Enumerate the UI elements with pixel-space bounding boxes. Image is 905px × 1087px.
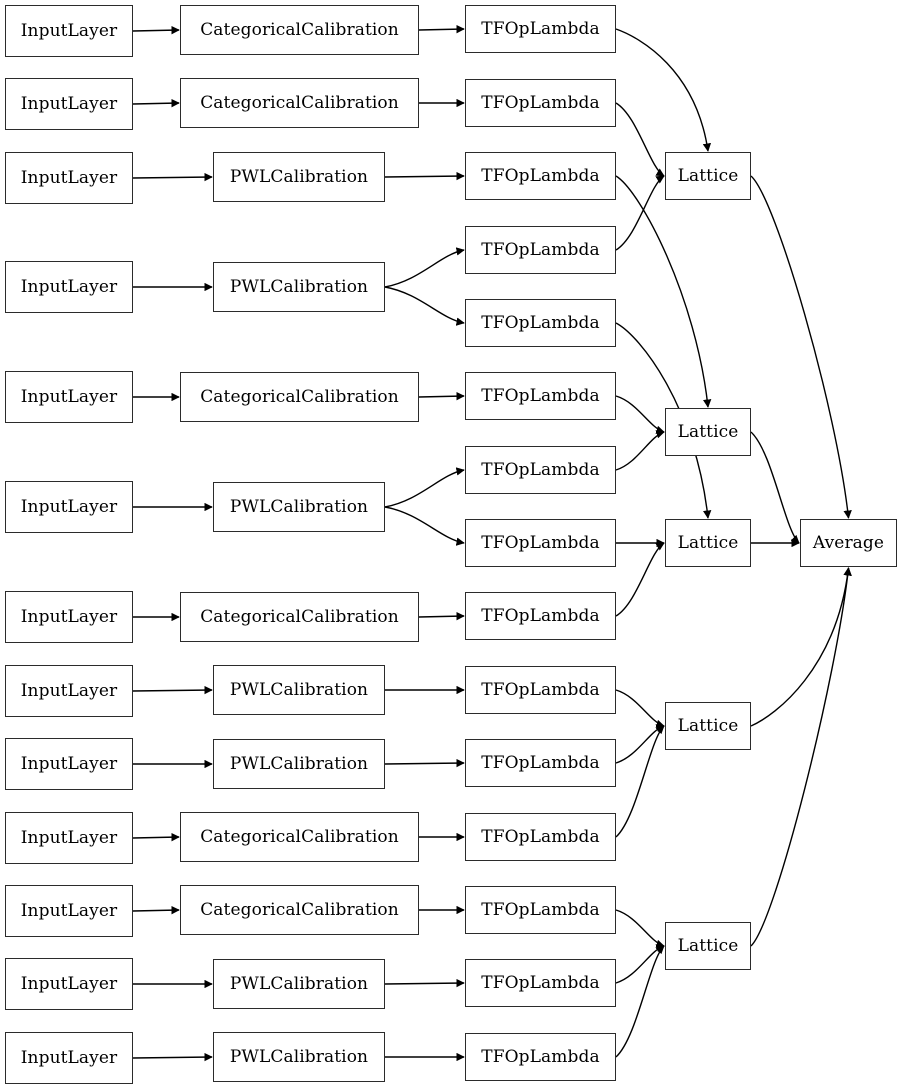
node-lat5[interactable]: Lattice	[665, 922, 751, 970]
edge-in3-to-cal3	[132, 172, 213, 182]
node-in1[interactable]: InputLayer	[5, 5, 133, 57]
node-lam11[interactable]: TFOpLambda	[465, 739, 616, 787]
node-in5[interactable]: InputLayer	[5, 371, 133, 423]
edge-in1-to-cal1	[132, 25, 180, 35]
node-in2[interactable]: InputLayer	[5, 78, 133, 130]
edge-lam11-to-lat4	[615, 724, 665, 764]
node-lam8[interactable]: TFOpLambda	[465, 519, 616, 567]
node-in11[interactable]: InputLayer	[5, 885, 133, 937]
edge-lam15-to-lat5	[615, 945, 665, 1058]
node-lam5[interactable]: TFOpLambda	[465, 299, 616, 347]
edge-cal7-to-lam9	[418, 611, 465, 621]
node-lam7[interactable]: TFOpLambda	[465, 446, 616, 494]
node-lam3[interactable]: TFOpLambda	[465, 152, 616, 200]
node-lat3[interactable]: Lattice	[665, 519, 751, 567]
node-cal6[interactable]: PWLCalibration	[213, 482, 385, 532]
node-cal3[interactable]: PWLCalibration	[213, 152, 385, 202]
node-lat2[interactable]: Lattice	[665, 408, 751, 456]
edge-lat4-to-avg	[750, 567, 852, 727]
node-lam4[interactable]: TFOpLambda	[465, 226, 616, 274]
edge-in10-to-cal10	[132, 832, 180, 842]
node-in12[interactable]: InputLayer	[5, 958, 133, 1010]
edge-lat2-to-avg	[750, 431, 800, 544]
edge-lam10-to-lat4	[615, 689, 665, 728]
node-cal5[interactable]: CategoricalCalibration	[180, 372, 419, 422]
node-in3[interactable]: InputLayer	[5, 152, 133, 204]
edge-in13-to-cal13	[132, 1052, 213, 1062]
node-lam10[interactable]: TFOpLambda	[465, 666, 616, 714]
node-lat1[interactable]: Lattice	[665, 152, 751, 200]
edge-cal9-to-lam11	[384, 758, 465, 768]
edge-cal6-to-lam8	[384, 506, 465, 546]
node-cal10[interactable]: CategoricalCalibration	[180, 812, 419, 862]
node-lam2[interactable]: TFOpLambda	[465, 79, 616, 127]
edge-lam3-to-lat2	[615, 175, 712, 408]
edge-cal3-to-lam3	[384, 171, 465, 181]
node-in8[interactable]: InputLayer	[5, 665, 133, 717]
edge-lam2-to-lat1	[615, 102, 665, 177]
edge-in11-to-cal11	[132, 905, 180, 915]
edge-cal4-to-lam5	[384, 286, 465, 326]
node-lat4[interactable]: Lattice	[665, 702, 751, 750]
node-in9[interactable]: InputLayer	[5, 738, 133, 790]
node-cal2[interactable]: CategoricalCalibration	[180, 78, 419, 128]
node-cal11[interactable]: CategoricalCalibration	[180, 885, 419, 935]
edge-lam9-to-lat3	[615, 542, 665, 617]
node-cal8[interactable]: PWLCalibration	[213, 665, 385, 715]
node-cal7[interactable]: CategoricalCalibration	[180, 592, 419, 642]
node-lam14[interactable]: TFOpLambda	[465, 959, 616, 1007]
node-in4[interactable]: InputLayer	[5, 261, 133, 313]
edge-lam1-to-lat1	[615, 28, 712, 152]
edge-cal6-to-lam7	[384, 467, 465, 508]
edge-in8-to-cal8	[132, 685, 213, 695]
edge-in2-to-cal2	[132, 98, 180, 108]
node-cal13[interactable]: PWLCalibration	[213, 1032, 385, 1082]
edge-lam4-to-lat1	[615, 175, 665, 251]
edge-cal5-to-lam6	[418, 391, 465, 401]
edge-lam12-to-lat4	[615, 725, 665, 838]
node-in10[interactable]: InputLayer	[5, 812, 133, 864]
node-cal4[interactable]: PWLCalibration	[213, 262, 385, 312]
node-cal12[interactable]: PWLCalibration	[213, 959, 385, 1009]
node-in6[interactable]: InputLayer	[5, 481, 133, 533]
node-in13[interactable]: InputLayer	[5, 1032, 133, 1084]
edge-cal4-to-lam4	[384, 247, 465, 288]
edge-lat1-to-avg	[750, 175, 852, 519]
edge-lam14-to-lat5	[615, 944, 665, 984]
edge-lam13-to-lat5	[615, 909, 665, 948]
node-avg[interactable]: Average	[800, 519, 897, 567]
edge-lat5-to-avg	[750, 567, 852, 947]
edge-lam7-to-lat2	[615, 430, 665, 471]
node-lam13[interactable]: TFOpLambda	[465, 886, 616, 934]
node-lam9[interactable]: TFOpLambda	[465, 592, 616, 640]
node-lam1[interactable]: TFOpLambda	[465, 5, 616, 53]
edge-cal1-to-lam1	[418, 24, 465, 34]
node-lam12[interactable]: TFOpLambda	[465, 813, 616, 861]
edge-cal12-to-lam14	[384, 978, 465, 988]
node-lam15[interactable]: TFOpLambda	[465, 1033, 616, 1081]
node-cal1[interactable]: CategoricalCalibration	[180, 5, 419, 55]
node-lam6[interactable]: TFOpLambda	[465, 372, 616, 420]
node-cal9[interactable]: PWLCalibration	[213, 739, 385, 789]
node-in7[interactable]: InputLayer	[5, 591, 133, 643]
edge-lam6-to-lat2	[615, 395, 665, 434]
